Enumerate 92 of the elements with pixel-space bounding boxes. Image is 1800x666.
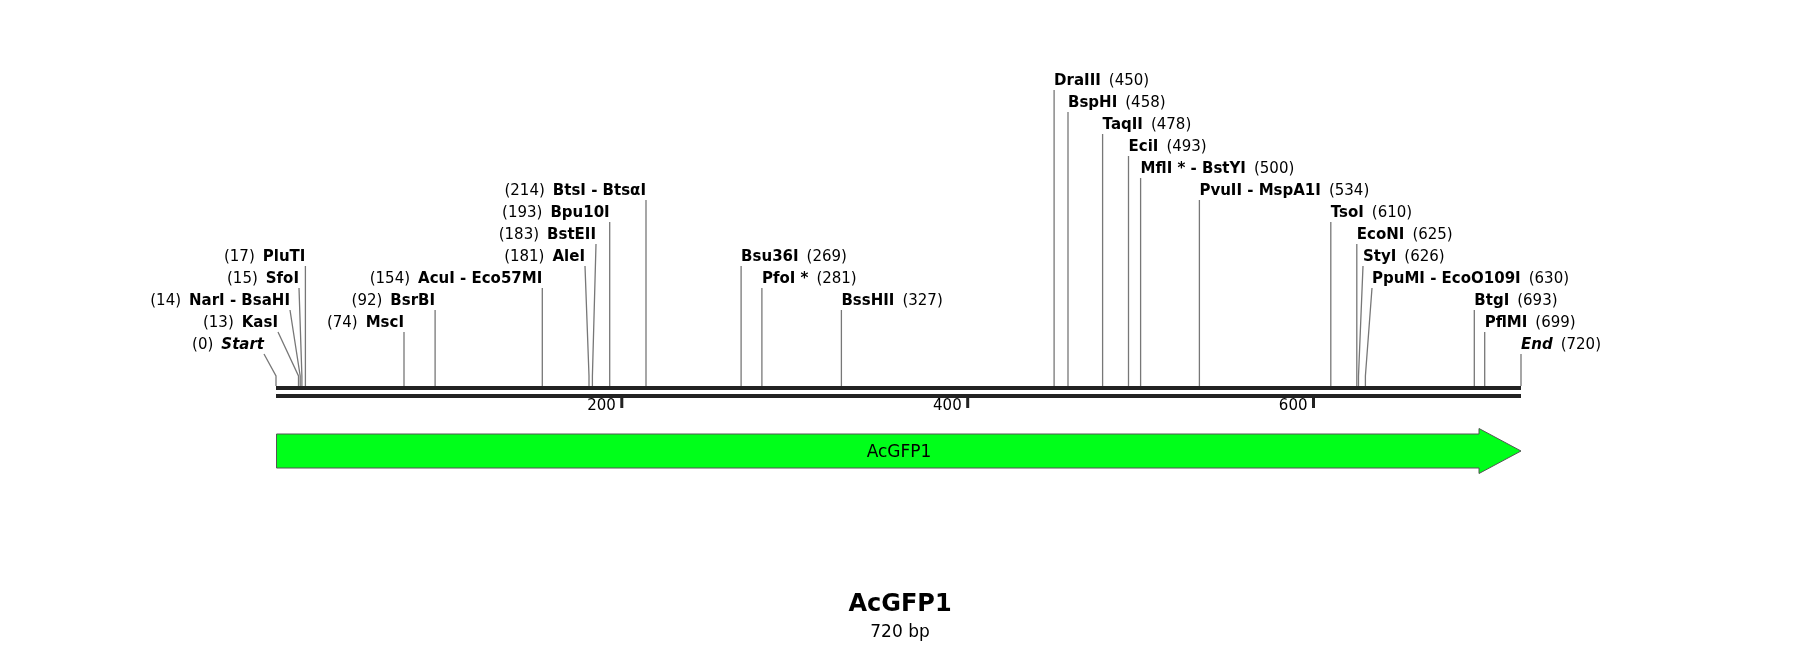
enzyme-name: AcuI - Eco57MI [418, 269, 543, 287]
tick-label: 600 [1278, 396, 1308, 414]
cut-position: (458) [1125, 93, 1166, 111]
leader-line [740, 265, 742, 387]
cut-position: (699) [1535, 313, 1576, 331]
cut-position: (183) [498, 225, 540, 243]
cut-position: (630) [1528, 269, 1570, 287]
enzyme-name: Bpu10I [550, 203, 610, 221]
cut-position: (17) [223, 247, 255, 265]
enzyme-name: BsrBI [390, 291, 436, 309]
cut-position: (693) [1517, 291, 1558, 309]
enzyme-name: NarI - BsaHI [189, 291, 290, 309]
leader-line [298, 287, 303, 387]
leader-line [1067, 111, 1069, 387]
enzyme-name: KasI [241, 313, 278, 331]
leader-line [304, 265, 307, 387]
cut-position: (154) [369, 269, 411, 287]
cut-position: (493) [1166, 137, 1207, 155]
cut-position: (269) [806, 247, 847, 265]
leader-line [840, 309, 843, 387]
leader-line [1364, 287, 1373, 387]
enzyme-name: Start [221, 335, 264, 353]
enzyme-name: SfoI [265, 269, 299, 287]
cut-position: (281) [816, 269, 857, 287]
enzyme-name: TaqII [1102, 115, 1143, 133]
leader-line [434, 309, 436, 387]
cut-position: (193) [502, 203, 543, 221]
enzyme-name: TsoI [1330, 203, 1364, 221]
leader-line [1127, 155, 1130, 387]
leader-line [1520, 353, 1522, 387]
map-title: AcGFP1 [848, 588, 952, 618]
enzyme-name: MscI [365, 313, 404, 331]
cut-position: (500) [1253, 159, 1295, 177]
feature-arrow [276, 428, 1522, 474]
leader-line [1139, 177, 1142, 387]
leader-line [761, 287, 763, 387]
tick-label: 400 [933, 396, 962, 414]
cut-position: (92) [351, 291, 383, 309]
sequence-length: 720 bp [870, 620, 930, 642]
enzyme-name: AleI [552, 247, 585, 265]
leader-line [1198, 199, 1201, 387]
leader-line [1330, 221, 1332, 387]
enzyme-name: PpuMI - EcoO109I [1372, 269, 1521, 287]
cut-position: (74) [326, 313, 358, 331]
enzyme-name: End [1521, 335, 1553, 353]
enzyme-name: BspHI [1068, 93, 1118, 111]
cut-position: (478) [1150, 115, 1192, 133]
cut-position: (625) [1412, 225, 1453, 243]
leader-line [1101, 133, 1104, 387]
enzyme-name: BstEII [547, 225, 596, 243]
leader-line [1356, 243, 1358, 387]
leader-line [645, 199, 647, 387]
cut-position: (626) [1404, 247, 1445, 265]
cut-position: (181) [504, 247, 545, 265]
cut-position: (15) [227, 269, 258, 287]
cut-position: (610) [1371, 203, 1413, 221]
cut-position: (0) [192, 335, 214, 353]
enzyme-name: BtgI [1474, 291, 1510, 309]
tick-label: 200 [587, 396, 616, 414]
enzyme-name: PflMI [1484, 313, 1528, 331]
enzyme-name: EciI [1128, 137, 1159, 155]
leader-line [289, 309, 301, 387]
enzyme-name: StyI [1363, 247, 1397, 265]
leader-line [609, 221, 611, 387]
feature-name: AcGFP1 [866, 440, 932, 462]
dna-sequence-bar [276, 386, 1521, 398]
leader-line [541, 287, 543, 387]
leader-line [403, 331, 405, 387]
cut-position: (214) [504, 181, 545, 199]
leader-line [1053, 89, 1055, 387]
leader-line [277, 331, 300, 387]
cut-position: (450) [1108, 71, 1150, 89]
leader-line [1357, 265, 1364, 387]
enzyme-name: MflI * - BstYI [1140, 159, 1246, 177]
leader-line [584, 265, 590, 387]
leader-line [1473, 309, 1475, 387]
enzyme-name: PvuII - MspA1I [1199, 181, 1321, 199]
enzyme-name: Bsu36I [741, 247, 799, 265]
cut-position: (13) [202, 313, 234, 331]
enzyme-name: EcoNI [1356, 225, 1405, 243]
enzyme-name: PfoI * [761, 269, 809, 287]
cut-position: (14) [150, 291, 182, 309]
enzyme-name: PluTI [262, 247, 306, 265]
enzyme-name: BssHII [841, 291, 895, 309]
enzyme-name: BtsI - BtsαI [552, 181, 646, 199]
cut-position: (327) [902, 291, 943, 309]
leader-line [591, 243, 597, 387]
leader-line [1484, 331, 1486, 387]
leader-line [263, 353, 277, 387]
cut-position: (534) [1328, 181, 1370, 199]
cut-position: (720) [1560, 335, 1601, 353]
enzyme-name: DraIII [1054, 71, 1101, 89]
